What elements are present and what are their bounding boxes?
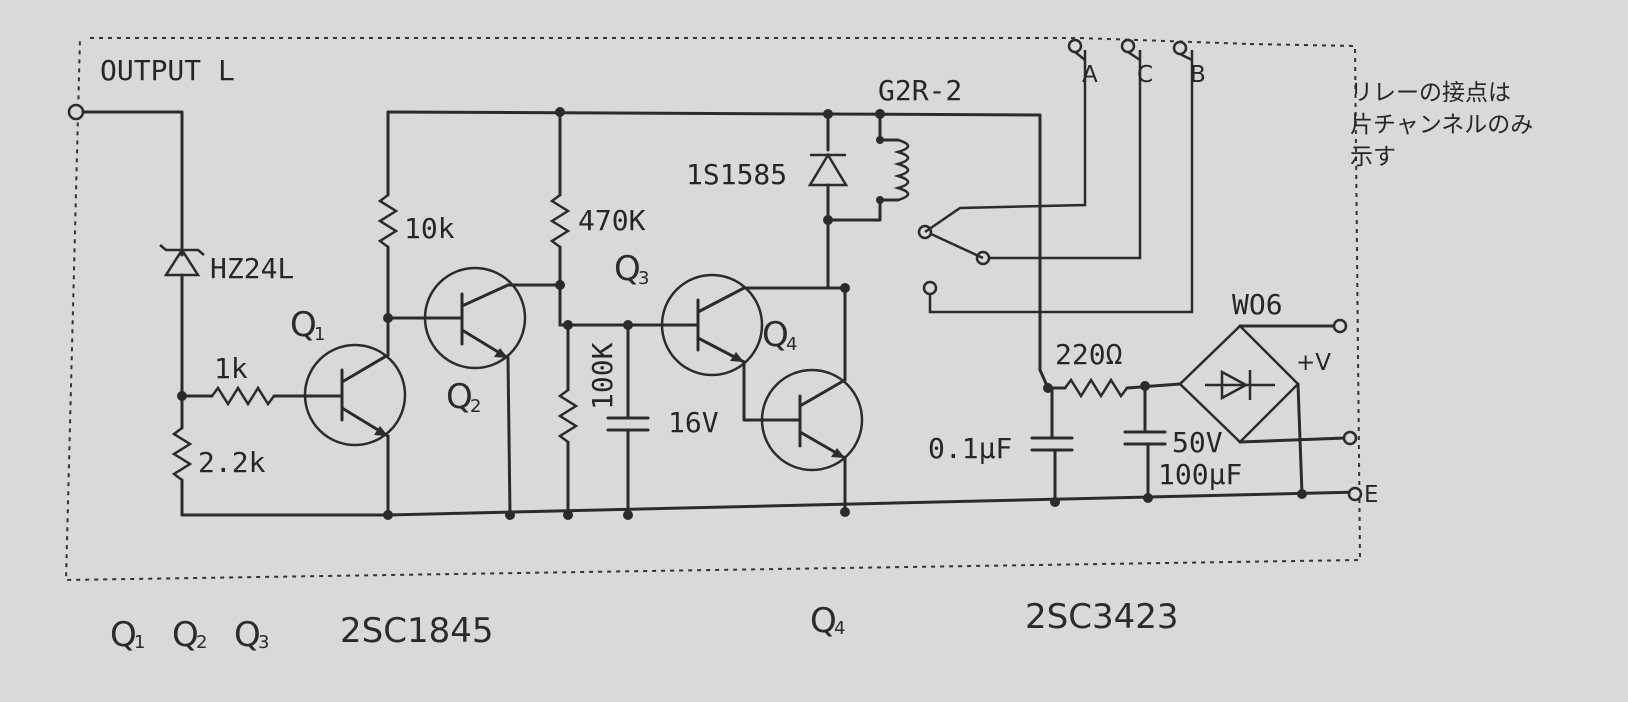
footer-part-1: 2SC1845 bbox=[340, 611, 493, 651]
label-r-100k: 100K bbox=[586, 342, 619, 410]
footer-part-2: 2SC3423 bbox=[1025, 597, 1178, 637]
label-terminal-b: B bbox=[1190, 62, 1206, 88]
label-r-220: 220Ω bbox=[1055, 338, 1122, 371]
capacitor-16v bbox=[606, 323, 650, 517]
bridge-rectifier-wo6 bbox=[1178, 324, 1347, 496]
label-e: E bbox=[1364, 482, 1379, 508]
relay-contacts bbox=[917, 50, 1194, 314]
resistor-100k bbox=[557, 389, 579, 443]
transistor-q3 bbox=[660, 273, 764, 377]
note-line-1: リレーの接点は bbox=[1350, 80, 1511, 106]
label-c-50v: 50V bbox=[1172, 426, 1223, 459]
label-q3: Q 3 bbox=[614, 249, 649, 289]
label-r-470k: 470K bbox=[578, 204, 646, 237]
label-q1: Q 1 bbox=[290, 305, 325, 345]
label-r-1k: 1k bbox=[214, 352, 248, 385]
label-diode: 1S1585 bbox=[686, 158, 787, 191]
svg-text:2: 2 bbox=[470, 396, 481, 417]
zener-diode bbox=[159, 244, 205, 277]
label-terminal-a: A bbox=[1082, 62, 1098, 88]
svg-text:Q: Q bbox=[172, 615, 199, 655]
note-line-3: 示す bbox=[1350, 144, 1396, 170]
transistor-q4 bbox=[760, 368, 864, 472]
label-c-16v: 16V bbox=[668, 406, 719, 439]
enclosure-border-top-gap bbox=[1079, 37, 1251, 45]
svg-text:2: 2 bbox=[196, 632, 207, 653]
svg-text:3: 3 bbox=[638, 268, 649, 289]
terminal-ac1 bbox=[1332, 318, 1348, 334]
label-r-10k: 10k bbox=[404, 212, 455, 245]
label-r-2k2: 2.2k bbox=[198, 446, 266, 479]
input-section bbox=[67, 103, 392, 517]
label-bridge: WO6 bbox=[1232, 288, 1283, 321]
capacitor-0-1uf bbox=[1030, 386, 1074, 504]
output-terminal bbox=[67, 103, 85, 121]
terminal-ac2 bbox=[1342, 430, 1358, 446]
relay-coil bbox=[826, 112, 910, 222]
label-c-0-1uf: 0.1μF bbox=[928, 432, 1012, 465]
svg-text:1: 1 bbox=[314, 324, 325, 345]
svg-text:Q: Q bbox=[446, 377, 473, 417]
label-output: OUTPUT L bbox=[100, 54, 235, 87]
svg-text:4: 4 bbox=[786, 334, 797, 355]
enclosure-border-right-top bbox=[64, 37, 1362, 582]
transistor-q2 bbox=[423, 266, 527, 370]
label-relay: G2R-2 bbox=[878, 74, 962, 107]
svg-text:Q: Q bbox=[614, 249, 641, 289]
footer-q4: Q 4 bbox=[810, 601, 845, 641]
resistor-220 bbox=[1064, 377, 1128, 399]
terminal-b bbox=[1172, 40, 1188, 56]
svg-text:3: 3 bbox=[258, 632, 269, 653]
svg-text:4: 4 bbox=[834, 618, 845, 639]
resistor-2k2 bbox=[171, 427, 193, 481]
terminal-a bbox=[1067, 38, 1083, 54]
footer-q-list: Q 1 Q 2 Q 3 bbox=[110, 615, 269, 655]
resistor-10k bbox=[377, 194, 399, 248]
svg-text:Q: Q bbox=[810, 601, 837, 641]
note-line-2: 片チャンネルのみ bbox=[1350, 112, 1533, 138]
label-q2: Q 2 bbox=[446, 377, 481, 417]
svg-text:Q: Q bbox=[762, 315, 789, 355]
svg-text:Q: Q bbox=[110, 615, 137, 655]
label-zener: HZ24L bbox=[210, 252, 294, 285]
label-q4: Q 4 bbox=[762, 315, 797, 355]
label-terminal-c: C bbox=[1137, 62, 1153, 88]
capacitor-100uf bbox=[1123, 384, 1167, 500]
terminal-e bbox=[1347, 486, 1363, 502]
svg-text:1: 1 bbox=[134, 632, 145, 653]
svg-text:Q: Q bbox=[290, 305, 317, 345]
terminal-c bbox=[1120, 38, 1136, 54]
svg-text:Q: Q bbox=[234, 615, 261, 655]
transistor-q1 bbox=[303, 343, 407, 447]
label-plus-v: +V bbox=[1296, 350, 1331, 376]
diode-1s1585 bbox=[807, 152, 849, 187]
resistor-470k bbox=[549, 194, 571, 248]
label-c-100uf: 100μF bbox=[1158, 458, 1242, 491]
resistor-1k bbox=[211, 385, 275, 407]
